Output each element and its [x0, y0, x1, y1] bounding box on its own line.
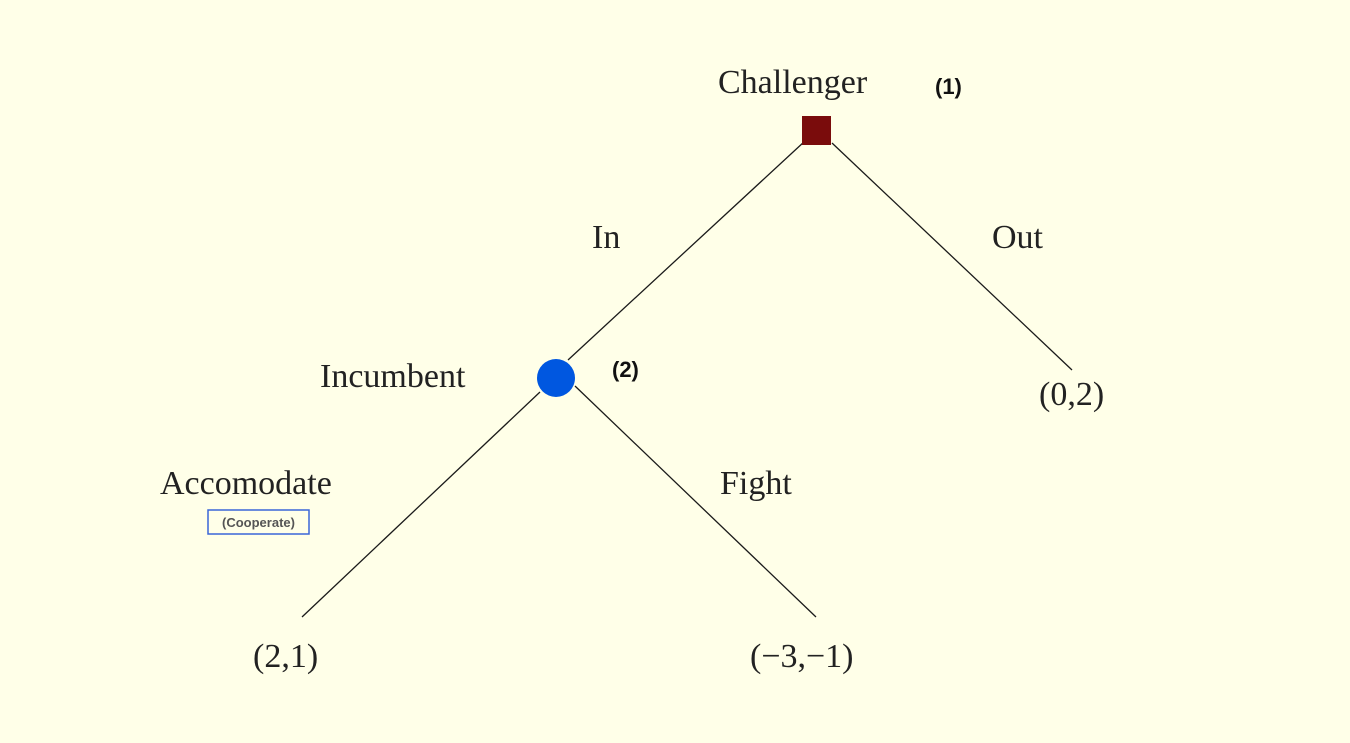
- action-accommodate-label: Accomodate: [160, 465, 332, 502]
- action-in-label: In: [592, 219, 620, 256]
- payoff-out: (0,2): [1039, 376, 1104, 413]
- incumbent-node: [537, 359, 575, 397]
- cooperate-note-text: (Cooperate): [222, 515, 295, 530]
- challenger-order-label: (1): [935, 74, 962, 99]
- edge-out: [831, 142, 1073, 371]
- incumbent-order-label: (2): [612, 357, 639, 382]
- action-out-label: Out: [992, 219, 1044, 256]
- edge-in: [567, 140, 806, 361]
- payoff-fight: (−3,−1): [750, 638, 854, 675]
- edge-fight: [574, 385, 817, 618]
- challenger-node: [802, 116, 831, 145]
- challenger-label: Challenger: [718, 64, 868, 101]
- edge-accommodate: [301, 391, 541, 618]
- cooperate-note-box: [207, 509, 310, 535]
- payoff-accommodate: (2,1): [253, 638, 318, 675]
- incumbent-label: Incumbent: [320, 358, 466, 395]
- action-fight-label: Fight: [720, 465, 792, 502]
